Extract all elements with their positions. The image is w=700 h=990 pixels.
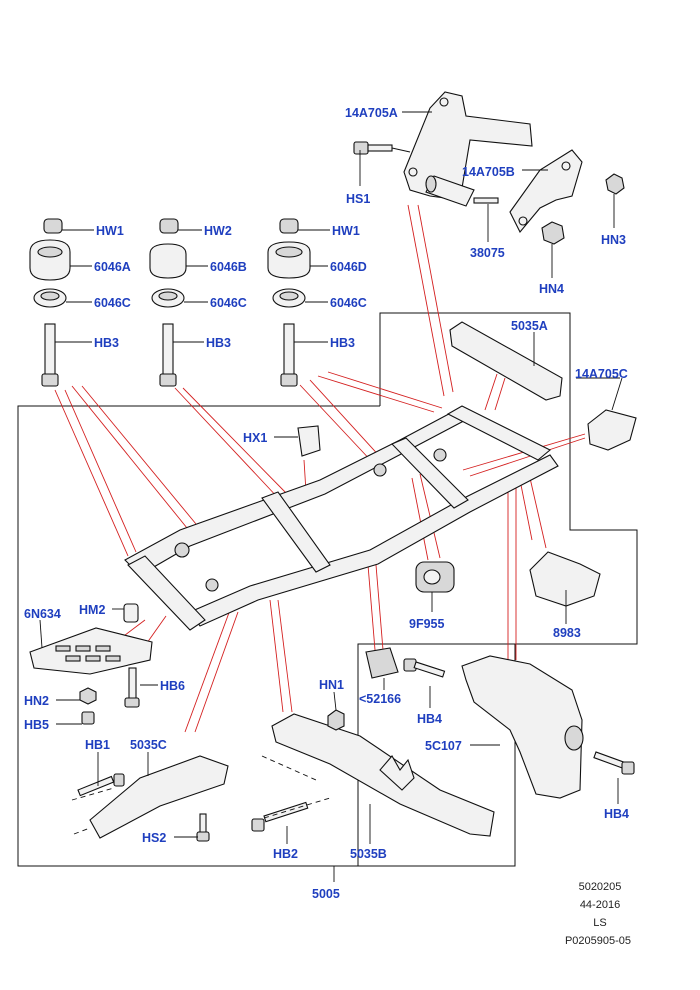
chassis-frame — [124, 405, 559, 631]
label-6N634: 6N634 — [24, 607, 61, 621]
reference-block: 5020205 44-2016 LS P0205905-05 — [565, 881, 631, 947]
label-hw1-right: HW1 — [332, 224, 360, 238]
bracket-14A705B — [509, 149, 583, 233]
label-hn3: HN3 — [601, 233, 626, 247]
label-5035A: 5035A — [511, 319, 548, 333]
nut-hn2 — [79, 687, 97, 705]
bolt-hb6 — [124, 667, 140, 708]
dash-guide-1 — [261, 755, 317, 781]
label-hb2: HB2 — [273, 847, 298, 861]
body-mount-column-3 — [267, 218, 311, 387]
mount-6046B — [149, 243, 187, 279]
frame-crossmember-mid — [261, 491, 331, 573]
ref-code: 5020205 — [579, 881, 622, 893]
bolt-hs2 — [196, 813, 210, 842]
crossmember-5035A — [449, 321, 563, 401]
label-52166: <52166 — [359, 692, 401, 706]
label-5C107: 5C107 — [425, 739, 462, 753]
bracket-14A705C — [587, 409, 637, 451]
nut-hn3 — [605, 173, 625, 195]
bolt-hb5 — [81, 711, 95, 725]
label-hb4-2: HB4 — [604, 807, 629, 821]
body-mount-column-1 — [29, 218, 71, 387]
label-hb3-1: HB3 — [94, 336, 119, 350]
label-hs1: HS1 — [346, 192, 370, 206]
frame-crossmember-rear — [127, 555, 206, 631]
label-hb3-2: HB3 — [206, 336, 231, 350]
crossmember-5035C — [89, 755, 229, 839]
label-5035C: 5035C — [130, 738, 167, 752]
heat-shield-8983 — [529, 551, 601, 607]
label-hm2: HM2 — [79, 603, 105, 617]
mount-6046A — [29, 239, 71, 281]
bolt-hb4-2 — [593, 751, 635, 775]
label-14A705C: 14A705C — [575, 367, 628, 381]
label-hn4: HN4 — [539, 282, 564, 296]
nut-hn4 — [541, 221, 565, 245]
ref-date: 44-2016 — [580, 899, 620, 911]
dash-guide-2 — [263, 797, 331, 819]
washer-hw1-right — [279, 218, 299, 234]
bolt-hb3-3 — [283, 323, 295, 377]
bolt-hb1 — [77, 773, 125, 797]
main-assembly-box — [17, 312, 638, 867]
label-6046B: 6046B — [210, 260, 247, 274]
bracket-5C107 — [461, 655, 583, 799]
label-hn2: HN2 — [24, 694, 49, 708]
label-38075: 38075 — [470, 246, 505, 260]
leader-lines — [39, 111, 623, 844]
label-6046C-3: 6046C — [330, 296, 367, 310]
label-6046D: 6046D — [330, 260, 367, 274]
bracket-14A705A — [403, 91, 533, 201]
block-52166 — [365, 647, 399, 679]
label-14A705B: 14A705B — [462, 165, 515, 179]
label-hn1: HN1 — [319, 678, 344, 692]
label-hb5: HB5 — [24, 718, 49, 732]
label-5005: 5005 — [312, 887, 340, 901]
label-6046C-1: 6046C — [94, 296, 131, 310]
body-mount-column-2 — [149, 218, 187, 387]
mounting-bracket-assembly — [353, 91, 625, 245]
label-hs2: HS2 — [142, 831, 166, 845]
dash-guide-4 — [73, 827, 91, 835]
label-5035B: 5035B — [350, 847, 387, 861]
spacer-hm2 — [123, 603, 139, 623]
skid-plate-slots — [55, 645, 121, 662]
label-hb1: HB1 — [85, 738, 110, 752]
washer-hw1-left — [43, 218, 63, 234]
nut-hn1 — [327, 709, 345, 731]
label-6046C-2: 6046C — [210, 296, 247, 310]
label-9F955: 9F955 — [409, 617, 444, 631]
bolt-hb2 — [251, 801, 309, 832]
label-hb4-1: HB4 — [417, 712, 442, 726]
bolt-hb3-1 — [44, 323, 56, 377]
label-hw1-left: HW1 — [96, 224, 124, 238]
ref-model: LS — [593, 917, 606, 929]
frame-right-rail — [189, 454, 559, 627]
label-hb6: HB6 — [160, 679, 185, 693]
bolt-hb4-1 — [403, 658, 446, 678]
skid-plate-6N634 — [29, 627, 153, 675]
sleeve-38075 — [425, 175, 499, 207]
label-hx1: HX1 — [243, 431, 267, 445]
frame-crossmember-nose — [446, 405, 551, 461]
front-crossmember-box — [357, 643, 515, 866]
label-6046A: 6046A — [94, 260, 131, 274]
label-14A705A: 14A705A — [345, 106, 398, 120]
bolt-hb3-2 — [162, 323, 174, 377]
washer-hw2 — [159, 218, 179, 234]
clip-hx1 — [297, 425, 321, 457]
ref-drawing: P0205905-05 — [565, 935, 631, 947]
bolt-hs1 — [353, 141, 411, 155]
label-hb3-3: HB3 — [330, 336, 355, 350]
frame-crossmember-front — [391, 437, 469, 509]
label-8983: 8983 — [553, 626, 581, 640]
label-hw2: HW2 — [204, 224, 232, 238]
dash-guide-3 — [71, 787, 115, 801]
